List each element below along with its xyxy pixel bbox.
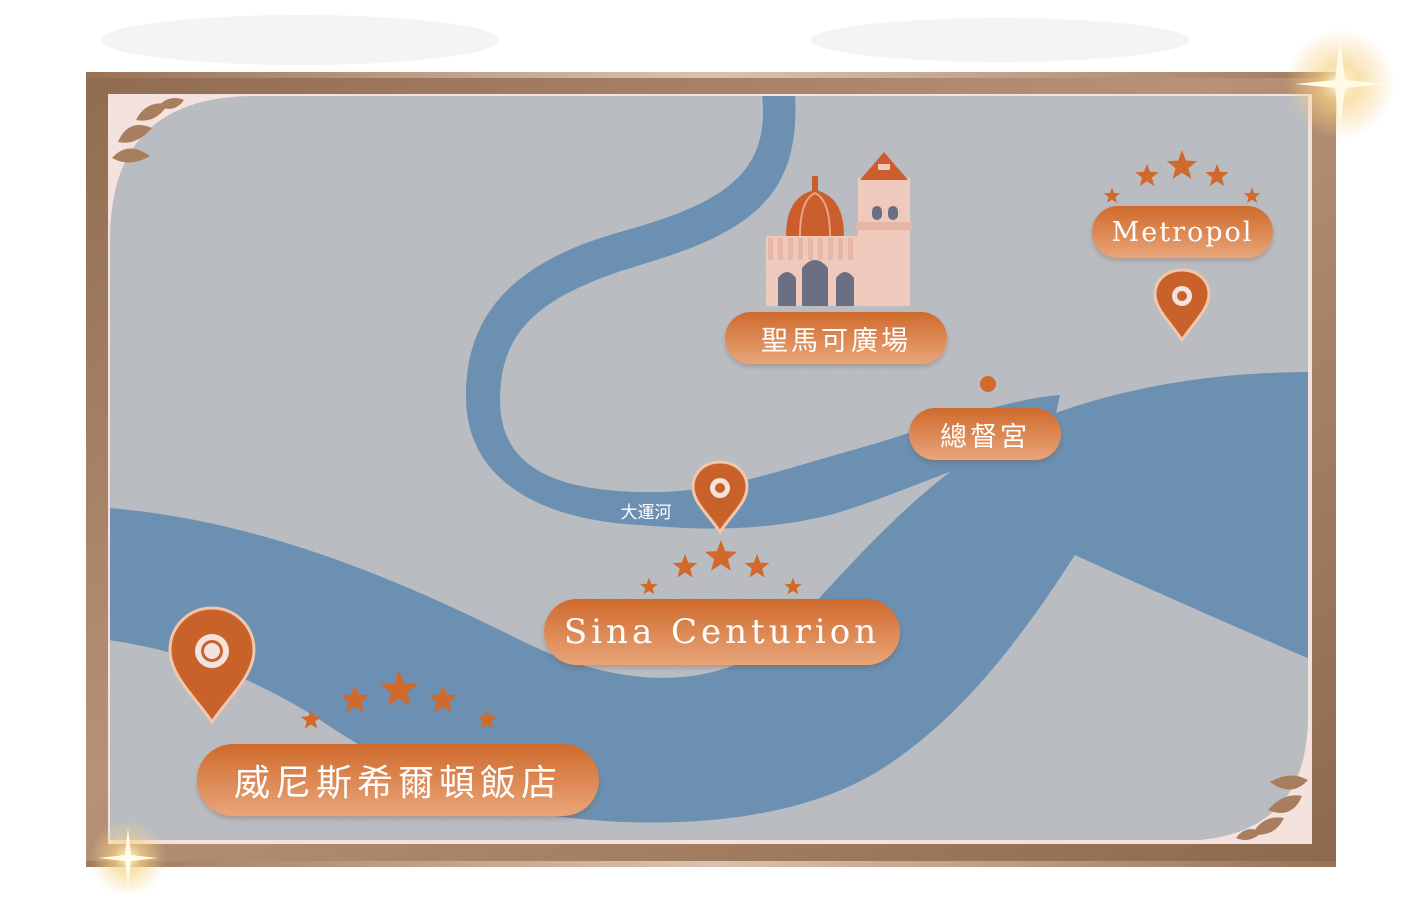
hotel-label-sina-centurion[interactable]: Sina Centurion xyxy=(544,599,900,665)
map-pin-icon[interactable] xyxy=(691,460,749,535)
frame-bottom-sheen xyxy=(86,861,1336,867)
star-icon xyxy=(1135,163,1159,186)
landmark-label-san-marco[interactable]: 聖馬可廣場 xyxy=(725,312,947,364)
corner-ornament-bottom-right xyxy=(1236,775,1308,840)
star-icon xyxy=(744,553,770,578)
star-icon xyxy=(704,540,738,571)
map-pin-icon[interactable] xyxy=(168,606,256,725)
star-icon xyxy=(672,553,698,578)
star-icon xyxy=(640,577,658,595)
sparkle-icon xyxy=(1285,29,1395,139)
location-dot-icon xyxy=(980,376,996,392)
canal-label: 大運河 xyxy=(620,502,672,523)
frame-top-sheen xyxy=(86,72,1336,78)
star-icon xyxy=(1205,163,1229,186)
lagoon-water xyxy=(110,372,1308,823)
hotel-label-hilton[interactable]: 威尼斯希爾頓飯店 xyxy=(197,744,599,816)
star-icon xyxy=(428,684,458,713)
grand-canal xyxy=(465,96,1060,529)
map-pin-icon[interactable] xyxy=(1153,268,1211,343)
star-icon xyxy=(1103,187,1121,203)
star-rating xyxy=(300,150,1261,729)
sparkle-icon xyxy=(90,820,166,896)
star-icon xyxy=(340,684,370,713)
basilica-icon xyxy=(766,152,912,306)
landmark-label-ducal-palace[interactable]: 總督宮 xyxy=(909,408,1061,460)
star-icon xyxy=(784,577,802,595)
star-icon xyxy=(476,709,498,729)
star-icon xyxy=(380,670,418,707)
star-icon xyxy=(1166,150,1198,179)
hotel-label-metropol[interactable]: Metropol xyxy=(1092,206,1273,258)
star-icon xyxy=(300,709,322,729)
cloud-shape xyxy=(810,18,1190,62)
corner-ornament-top-left xyxy=(112,98,184,163)
star-icon xyxy=(1243,187,1261,203)
cloud-shape xyxy=(100,15,500,65)
